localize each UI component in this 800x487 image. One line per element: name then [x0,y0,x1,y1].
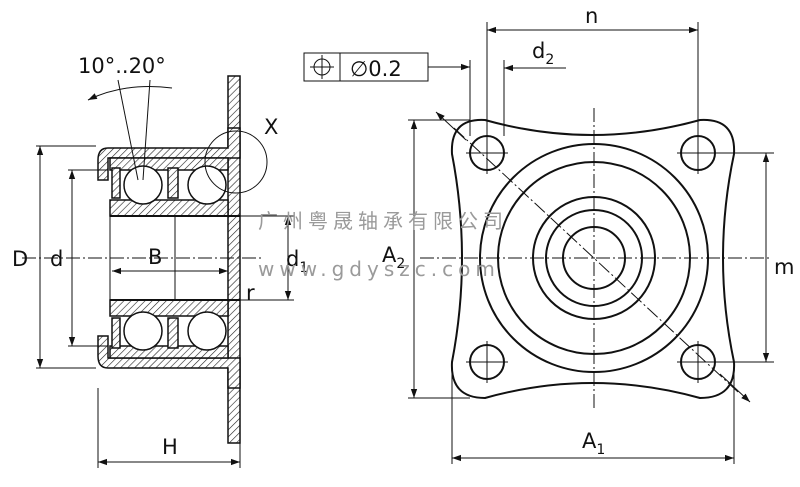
dim-label-m: m [774,255,794,279]
watermark: 广州粤晟轴承有限公司 www.gdyszc.com [258,209,508,281]
side-section-view: X 10°..20° D d B d1 r H [12,54,308,468]
detail-label-x: X [264,115,278,139]
ball-bottom-left [123,311,163,351]
flange-outline [450,118,736,400]
dim-label-r: r [246,281,255,305]
dim-label-d: d [50,247,63,271]
detail-circle-x [204,130,268,194]
ball-top-right [187,165,227,205]
housing-shell-top [97,127,241,181]
front-view: n d2 A2 m A1 [382,4,794,464]
angle-label: 10°..20° [78,54,166,78]
watermark-website: www.gdyszc.com [258,257,500,281]
ball-bottom-right [187,311,227,351]
tolerance-value: ∅0.2 [350,57,402,81]
ball-top-left [123,165,163,205]
dim-label-H: H [162,435,178,459]
dim-label-B: B [148,245,162,269]
dim-label-d2: d2 [532,39,554,68]
dim-label-A2: A2 [382,243,405,272]
housing-shell-bottom [97,335,241,389]
position-tolerance-frame: ∅0.2 [303,52,470,82]
watermark-company: 广州粤晟轴承有限公司 [258,209,508,233]
dim-label-n: n [585,4,598,28]
dim-label-d1: d1 [286,247,308,276]
dim-label-D: D [12,247,28,271]
dim-label-A1: A1 [582,429,605,458]
